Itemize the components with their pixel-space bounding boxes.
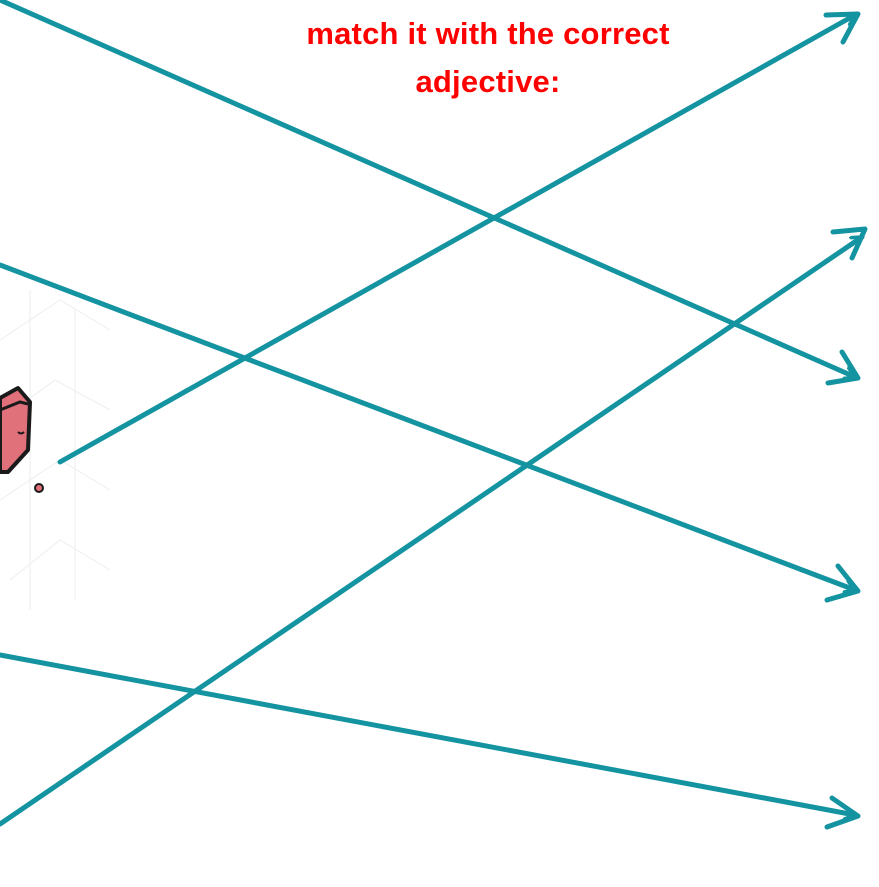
- arrow-line-5: [0, 652, 858, 815]
- arrow-line-2: [57, 12, 858, 465]
- arrow-line-4: [0, 234, 865, 827]
- arrow-line-1: [0, 0, 858, 377]
- eraser-icon: [0, 386, 44, 493]
- arrowhead-5: [824, 795, 861, 830]
- arrowhead-4: [830, 226, 868, 261]
- arrowhead-1: [825, 349, 861, 386]
- arrowhead-3: [824, 563, 861, 603]
- instruction-line-1: match it with the correct: [306, 16, 670, 51]
- instruction-heading: match it with the correct adjective:: [228, 10, 748, 106]
- arrow-line-3: [0, 262, 858, 590]
- arrowhead-2: [823, 11, 861, 45]
- instruction-line-2: adjective:: [415, 64, 561, 99]
